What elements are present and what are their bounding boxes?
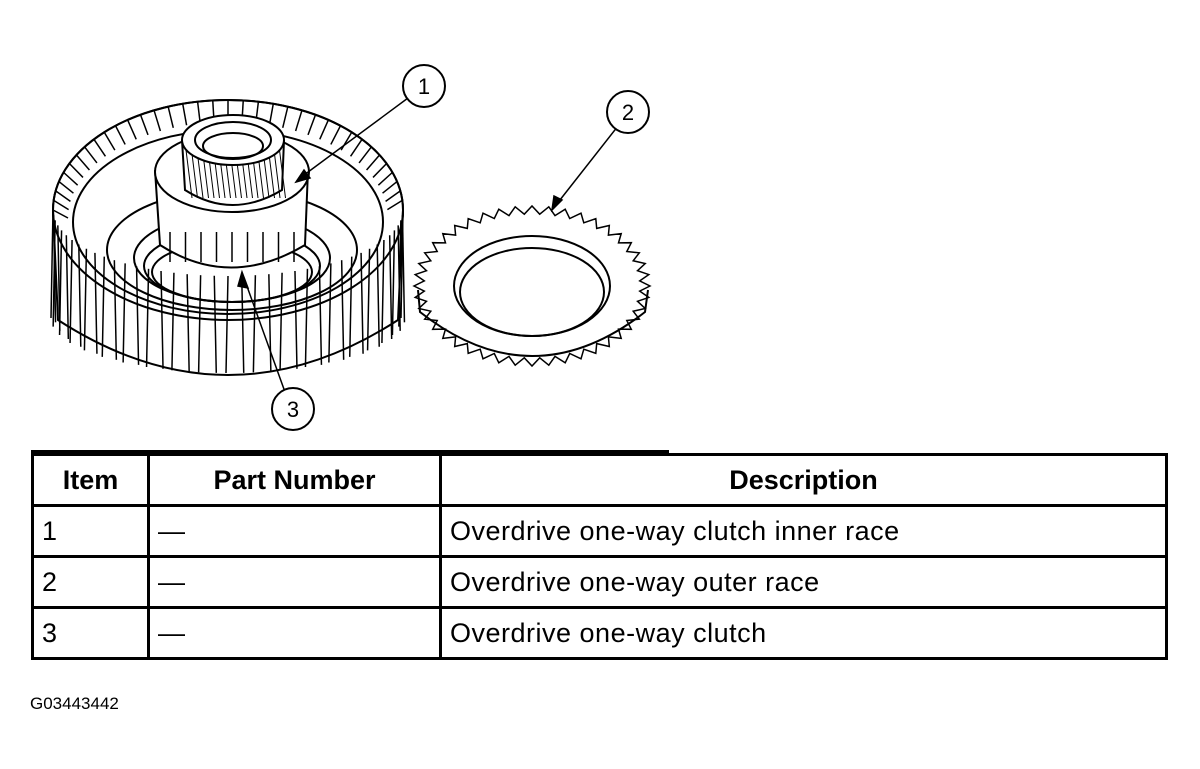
outer-race-ring [412, 204, 652, 368]
cell-item: 3 [31, 606, 150, 660]
header-item: Item [31, 453, 150, 507]
callout-2-label: 2 [622, 100, 634, 125]
table-top-rule [31, 450, 669, 453]
cell-item: 1 [31, 504, 150, 558]
callout-3-circle [271, 387, 315, 431]
callout-1-label: 1 [418, 74, 430, 99]
parts-table: Item Part Number Description 1 — Overdri… [31, 453, 1168, 660]
table-header-row: Item Part Number Description [31, 453, 1168, 507]
cell-description: Overdrive one-way outer race [439, 555, 1168, 609]
clutch-drum [50, 99, 406, 376]
header-description: Description [439, 453, 1168, 507]
table-row: 2 — Overdrive one-way outer race [31, 555, 1168, 609]
table-row: 1 — Overdrive one-way clutch inner race [31, 504, 1168, 558]
cell-item: 2 [31, 555, 150, 609]
table-row: 3 — Overdrive one-way clutch [31, 606, 1168, 660]
cell-part-number: — [147, 504, 442, 558]
callout-1-circle [402, 64, 446, 108]
clutch-assembly-illustration: 1 2 3 [50, 64, 652, 431]
callout-3-label: 3 [287, 397, 299, 422]
cell-description: Overdrive one-way clutch inner race [439, 504, 1168, 558]
cell-part-number: — [147, 606, 442, 660]
cell-description: Overdrive one-way clutch [439, 606, 1168, 660]
header-part-number: Part Number [147, 453, 442, 507]
leader-lines [237, 97, 619, 393]
callout-2-circle [606, 90, 650, 134]
figure-id: G03443442 [30, 694, 119, 713]
cell-part-number: — [147, 555, 442, 609]
